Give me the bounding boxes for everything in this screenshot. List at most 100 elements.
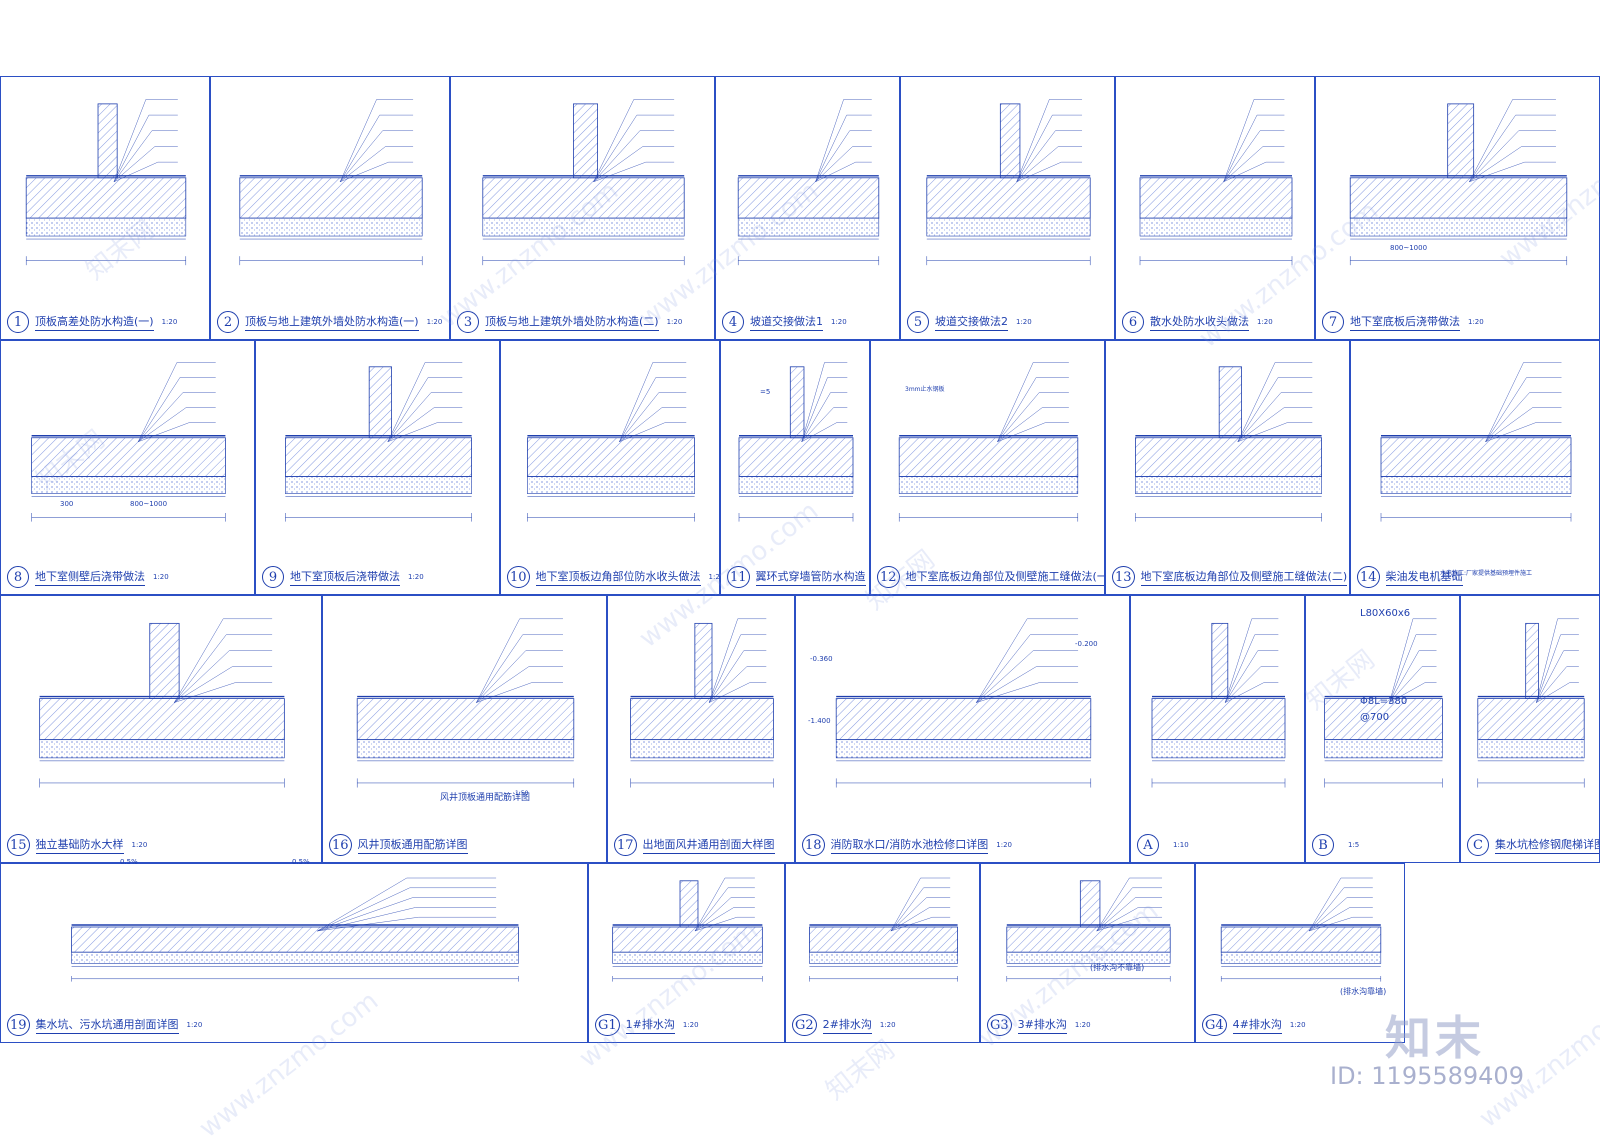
- detail-drawing: [1134, 362, 1322, 522]
- detail-number: 1: [7, 311, 29, 333]
- detail-title: 风井顶板通用配筋详图: [357, 836, 468, 854]
- detail-number: 16: [329, 834, 352, 856]
- drawing-annotation: -0.200: [1075, 640, 1098, 648]
- detail-drawing: [612, 877, 763, 982]
- detail-title: 集水坑、污水坑通用剖面详图: [35, 1016, 179, 1034]
- drawing-annotation: 800~1000: [1390, 244, 1428, 252]
- detail-title-row: 16 风井顶板通用配筋详图: [329, 832, 600, 858]
- detail-drawing: [1380, 362, 1572, 522]
- detail-scale: 1:20: [666, 318, 683, 326]
- drawing-annotation: 800~1000: [130, 500, 168, 508]
- detail-drawing: [1477, 618, 1585, 788]
- detail-drawing: [482, 99, 685, 266]
- detail-scale: 1:20: [1468, 318, 1484, 326]
- detail-scale: 1:5: [1348, 841, 1360, 849]
- detail-number: 18: [802, 834, 825, 856]
- detail-title-row: 7 地下室底板后浇带做法 1:20: [1322, 309, 1593, 335]
- detail-scale: 1:20: [1016, 318, 1032, 326]
- detail-scale: 1:20: [1257, 318, 1273, 326]
- detail-number: 14: [1357, 566, 1380, 588]
- drawing-annotation: L80X60x6: [1360, 608, 1411, 619]
- detail-drawing: [31, 362, 226, 522]
- detail-scale: 1:20: [682, 1021, 699, 1029]
- detail-scale: 1:20: [831, 318, 847, 326]
- detail-title: 1#排水沟: [625, 1016, 675, 1034]
- detail-number: 8: [7, 566, 29, 588]
- detail-number: B: [1312, 834, 1334, 856]
- detail-drawing: [239, 99, 423, 266]
- detail-number: 6: [1122, 311, 1144, 333]
- detail-drawing: [25, 99, 187, 266]
- detail-scale: 1:20: [1074, 1021, 1091, 1029]
- detail-number: 2: [217, 311, 239, 333]
- detail-drawing: [1324, 618, 1443, 788]
- detail-drawing: [71, 877, 519, 982]
- detail-drawing: [1151, 618, 1286, 788]
- detail-scale: 1:20: [161, 318, 178, 326]
- detail-drawing: [630, 618, 774, 788]
- detail-title: 翼环式穿墙管防水构造: [755, 568, 866, 586]
- detail-drawing: [1006, 877, 1171, 982]
- detail-title-row: 18 消防取水口/消防水池检修口详图 1:20: [802, 832, 1123, 858]
- detail-drawing: [1139, 99, 1293, 266]
- detail-drawing: [39, 618, 285, 788]
- detail-scale: 1:20: [879, 1021, 896, 1029]
- drawing-annotation: (排水沟靠墙): [1340, 987, 1387, 996]
- detail-drawing: [835, 618, 1092, 788]
- drawing-annotation: 0.5%: [292, 858, 310, 866]
- detail-number: 7: [1322, 311, 1344, 333]
- detail-scale: 1:20: [153, 573, 169, 581]
- detail-drawing: [526, 362, 695, 522]
- drawing-annotation: Φ8L=380: [1360, 696, 1408, 707]
- detail-drawing: [737, 99, 880, 266]
- detail-number: 10: [507, 566, 530, 588]
- detail-scale: 1:20: [996, 841, 1012, 849]
- drawing-annotation: 0.5%: [120, 858, 138, 866]
- drawing-annotation: 水电施工:厂家提供基础预埋件施工: [1440, 570, 1533, 577]
- brand-watermark: 知末: [1385, 1011, 1485, 1065]
- detail-title: 地下室底板边角部位及侧壁施工缝做法(二): [1140, 568, 1348, 586]
- drawing-annotation: 1:50: [515, 790, 529, 797]
- drawing-annotation: 风井顶板通用配筋详图: [440, 793, 531, 803]
- drawing-annotation: 3mm止水钢板: [905, 386, 945, 393]
- detail-drawing: [1220, 877, 1382, 982]
- detail-number: 17: [614, 834, 637, 856]
- detail-number: 19: [7, 1014, 30, 1036]
- detail-number: 12: [877, 566, 900, 588]
- detail-number: A: [1137, 834, 1159, 856]
- detail-drawing: [356, 618, 575, 788]
- detail-7: 7 地下室底板后浇带做法 1:20: [1315, 76, 1600, 340]
- detail-title: 消防取水口/消防水池检修口详图: [830, 836, 989, 854]
- detail-title: 4#排水沟: [1232, 1016, 1282, 1034]
- detail-title: 地下室底板后浇带做法: [1350, 313, 1460, 331]
- detail-scale: 1:20: [408, 573, 424, 581]
